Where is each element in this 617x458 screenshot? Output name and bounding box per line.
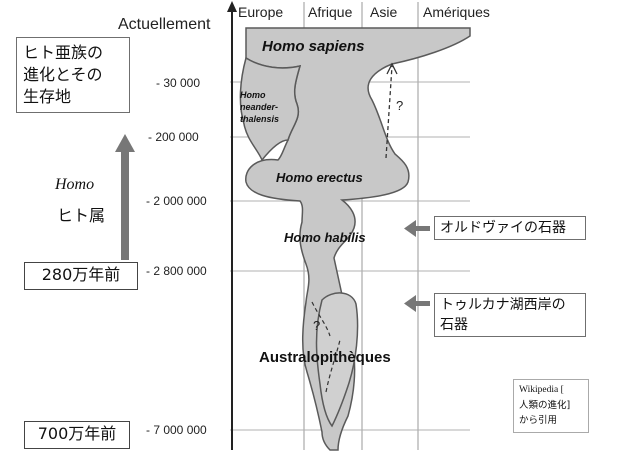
homo-start-box: 280万年前	[24, 262, 138, 290]
label-neander-line3: thalensis	[240, 114, 279, 124]
region-ameriques: Amériques	[423, 4, 490, 20]
time-axis-arrowhead	[227, 1, 237, 12]
callout-turkana: トゥルカナ湖西岸の 石器	[434, 293, 586, 337]
label-australopitheques: Australopithèques	[259, 349, 391, 366]
genus-jp-label: ヒト属	[57, 202, 105, 226]
callout-turkana-line1: トゥルカナ湖西岸の	[440, 295, 585, 315]
region-europe: Europe	[238, 4, 283, 20]
tick-7000000: - 7 000 000	[146, 423, 207, 437]
origin-box: 700万年前	[24, 421, 130, 449]
callout-arrow-olduvai	[404, 220, 430, 237]
tick-200000: - 200 000	[148, 130, 199, 144]
homo-start-label: 280万年前	[42, 265, 121, 284]
question-mark-migration: ?	[396, 98, 403, 113]
title-line-1: ヒト亜族の	[23, 42, 129, 64]
title-line-2: 進化とその	[23, 64, 129, 86]
region-asie: Asie	[370, 4, 397, 20]
region-afrique: Afrique	[308, 4, 353, 20]
origin-label: 700万年前	[38, 424, 117, 443]
tick-2800000: - 2 800 000	[146, 264, 207, 278]
question-mark-lineage: ?	[313, 318, 320, 333]
title-box: ヒト亜族の 進化とその 生存地	[16, 37, 130, 113]
genus-arrow-head	[115, 134, 135, 152]
now-label: Actuellement	[118, 16, 211, 33]
genus-latin-label: Homo	[55, 176, 94, 194]
callout-arrow-turkana	[404, 295, 430, 312]
genus-arrow-shaft	[121, 150, 129, 260]
tick-30000: - 30 000	[156, 76, 200, 90]
credit-line3: から引用	[519, 413, 588, 428]
label-homo-sapiens: Homo sapiens	[262, 38, 365, 55]
label-homo-habilis: Homo habilis	[284, 230, 366, 245]
label-neander-line2: neander-	[240, 102, 278, 112]
callout-olduvai: オルドヴァイの石器	[434, 216, 586, 240]
label-homo-erectus: Homo erectus	[276, 170, 363, 185]
label-neander-line1: Homo	[240, 90, 266, 100]
genus-arrow	[115, 134, 135, 260]
credit-line1: Wikipedia [	[519, 383, 588, 398]
credit-line2: 人類の進化]	[519, 398, 588, 413]
title-line-3: 生存地	[23, 86, 129, 108]
callout-turkana-line2: 石器	[440, 315, 585, 335]
callout-olduvai-text: オルドヴァイの石器	[440, 220, 566, 236]
credit-box: Wikipedia [ 人類の進化] から引用	[513, 379, 589, 433]
tick-2000000: - 2 000 000	[146, 194, 207, 208]
